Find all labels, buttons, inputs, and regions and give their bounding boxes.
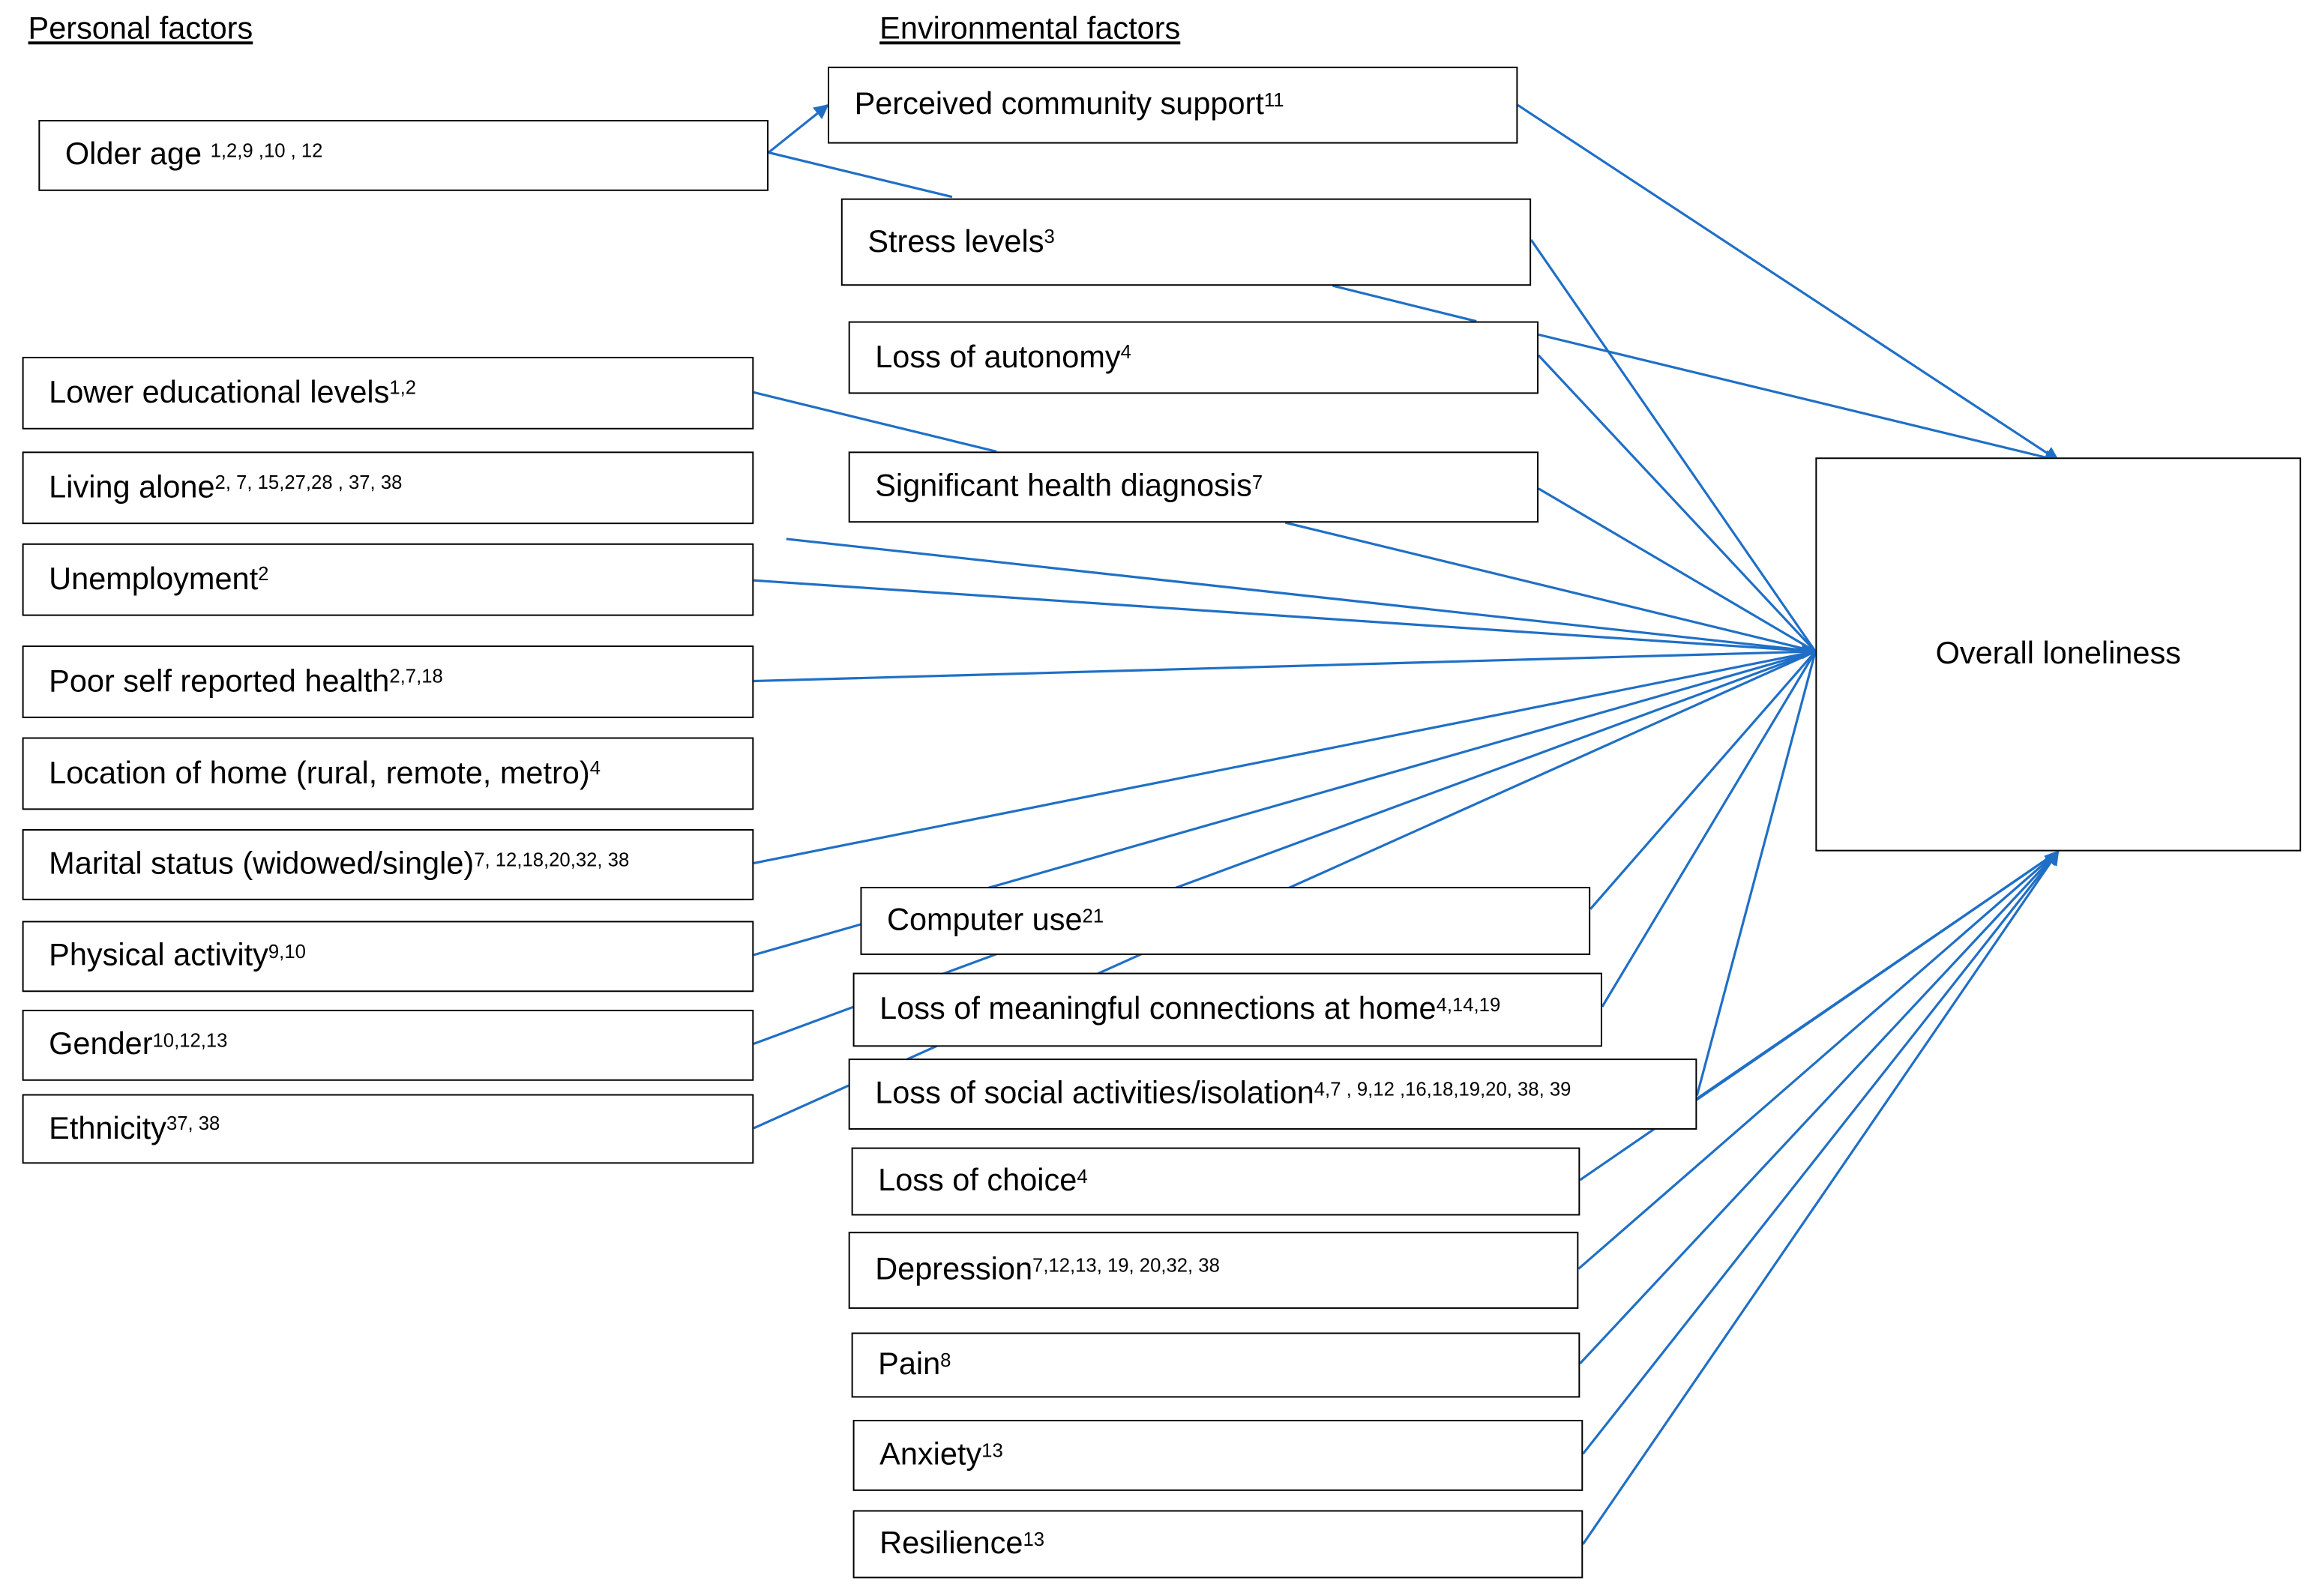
reference-numbers: 4 bbox=[589, 756, 601, 779]
factor-label: Loss of choice bbox=[878, 1163, 1077, 1198]
connector-arrow bbox=[1695, 651, 1817, 1096]
connector-arrow bbox=[1517, 103, 2060, 462]
factor-label: Resilience bbox=[879, 1526, 1023, 1561]
reference-numbers: 4 bbox=[1120, 340, 1131, 363]
connector-arrow bbox=[1538, 487, 1817, 653]
factor-label: Location of home (rural, remote, metro) bbox=[49, 756, 590, 790]
connector-arrow bbox=[753, 650, 1816, 864]
connector-arrow bbox=[1579, 850, 2060, 1181]
connector-arrow bbox=[1577, 850, 2060, 1270]
connector-arrow bbox=[1601, 651, 1817, 1008]
factor-label: Pain bbox=[878, 1347, 941, 1382]
factor-label: Ethnicity bbox=[49, 1111, 166, 1145]
factor-label: Loss of social activities/isolation bbox=[875, 1076, 1314, 1111]
factor-label: Lower educational levels bbox=[49, 375, 390, 410]
connector-arrow bbox=[768, 103, 829, 154]
reference-numbers: 7,12,13, 19, 20,32, 38 bbox=[1032, 1253, 1220, 1276]
reference-numbers: 13 bbox=[1023, 1527, 1045, 1550]
reference-numbers: 4,7 , 9,12 ,16,18,19,20, 38, 39 bbox=[1314, 1076, 1571, 1100]
reference-numbers: 4 bbox=[1077, 1164, 1088, 1187]
reference-numbers: 2, 7, 15,27,28 , 37, 38 bbox=[214, 471, 403, 493]
reference-numbers: 9,10 bbox=[268, 939, 306, 962]
factor-box-location: Location of home (rural, remote, metro)4 bbox=[22, 737, 754, 810]
connector-arrow bbox=[1582, 850, 2060, 1455]
reference-numbers: 1,2 bbox=[389, 376, 417, 399]
factor-label: Significant health diagnosis bbox=[875, 469, 1252, 504]
connector-arrow bbox=[1589, 650, 1817, 910]
overall-loneliness-box: Overall loneliness bbox=[1815, 457, 2302, 852]
personal-factors-header: Personal factors bbox=[28, 11, 253, 46]
connector-arrow bbox=[1581, 849, 2060, 1545]
factor-label: Poor self reported health bbox=[49, 663, 390, 699]
connector-arrow bbox=[754, 644, 1817, 683]
factor-label: Gender bbox=[49, 1027, 153, 1062]
reference-numbers: 2,7,18 bbox=[389, 664, 443, 687]
factor-box-marital: Marital status (widowed/single)7, 12,18,… bbox=[22, 829, 754, 900]
factor-label: Physical activity bbox=[49, 939, 268, 973]
reference-numbers: 1,2,9 ,10 , 12 bbox=[210, 138, 323, 161]
factor-label: Loss of autonomy bbox=[875, 340, 1121, 374]
reference-numbers: 13 bbox=[981, 1438, 1003, 1461]
factor-label: Stress levels bbox=[867, 224, 1044, 259]
connector-arrow bbox=[754, 579, 1816, 653]
factor-label: Depression bbox=[875, 1252, 1033, 1287]
factor-label: Living alone bbox=[49, 470, 215, 505]
connector-arrow bbox=[786, 537, 1816, 653]
factor-label: Loss of meaningful connections at home bbox=[879, 992, 1437, 1026]
reference-numbers: 4,14,19 bbox=[1436, 993, 1501, 1015]
connector-arrow bbox=[1537, 354, 1817, 653]
reference-numbers: 11 bbox=[1263, 88, 1284, 111]
factor-label: Unemployment bbox=[49, 561, 259, 596]
connector-arrow bbox=[1579, 850, 2060, 1365]
reference-numbers: 37, 38 bbox=[166, 1112, 220, 1134]
reference-numbers: 3 bbox=[1044, 225, 1055, 247]
outcome-label: Overall loneliness bbox=[1935, 636, 2181, 671]
factor-label: Older age bbox=[64, 137, 211, 172]
reference-numbers: 7 bbox=[1251, 470, 1263, 493]
reference-numbers: 10,12,13 bbox=[152, 1028, 228, 1051]
connector-arrow bbox=[1284, 521, 1816, 653]
reference-numbers: 7, 12,18,20,32, 38 bbox=[474, 847, 630, 870]
factor-label: Computer use bbox=[887, 903, 1083, 938]
connector-arrow bbox=[1538, 333, 2060, 465]
factor-label: Anxiety bbox=[879, 1437, 982, 1472]
factor-label: Marital status (widowed/single) bbox=[49, 846, 475, 882]
factor-box-older-age: Older age 1,2,9 ,10 , 12 bbox=[38, 119, 769, 191]
environmental-factors-header: Environmental factors bbox=[879, 11, 1181, 46]
connector-arrow bbox=[768, 151, 953, 199]
connector-arrow bbox=[753, 391, 997, 453]
reference-numbers: 8 bbox=[940, 1348, 951, 1370]
connector-arrow bbox=[1530, 239, 1817, 652]
connector-arrow bbox=[1332, 284, 1477, 323]
factor-label: Perceived community support bbox=[854, 87, 1264, 121]
reference-numbers: 21 bbox=[1082, 903, 1104, 927]
reference-numbers: 2 bbox=[258, 562, 269, 585]
